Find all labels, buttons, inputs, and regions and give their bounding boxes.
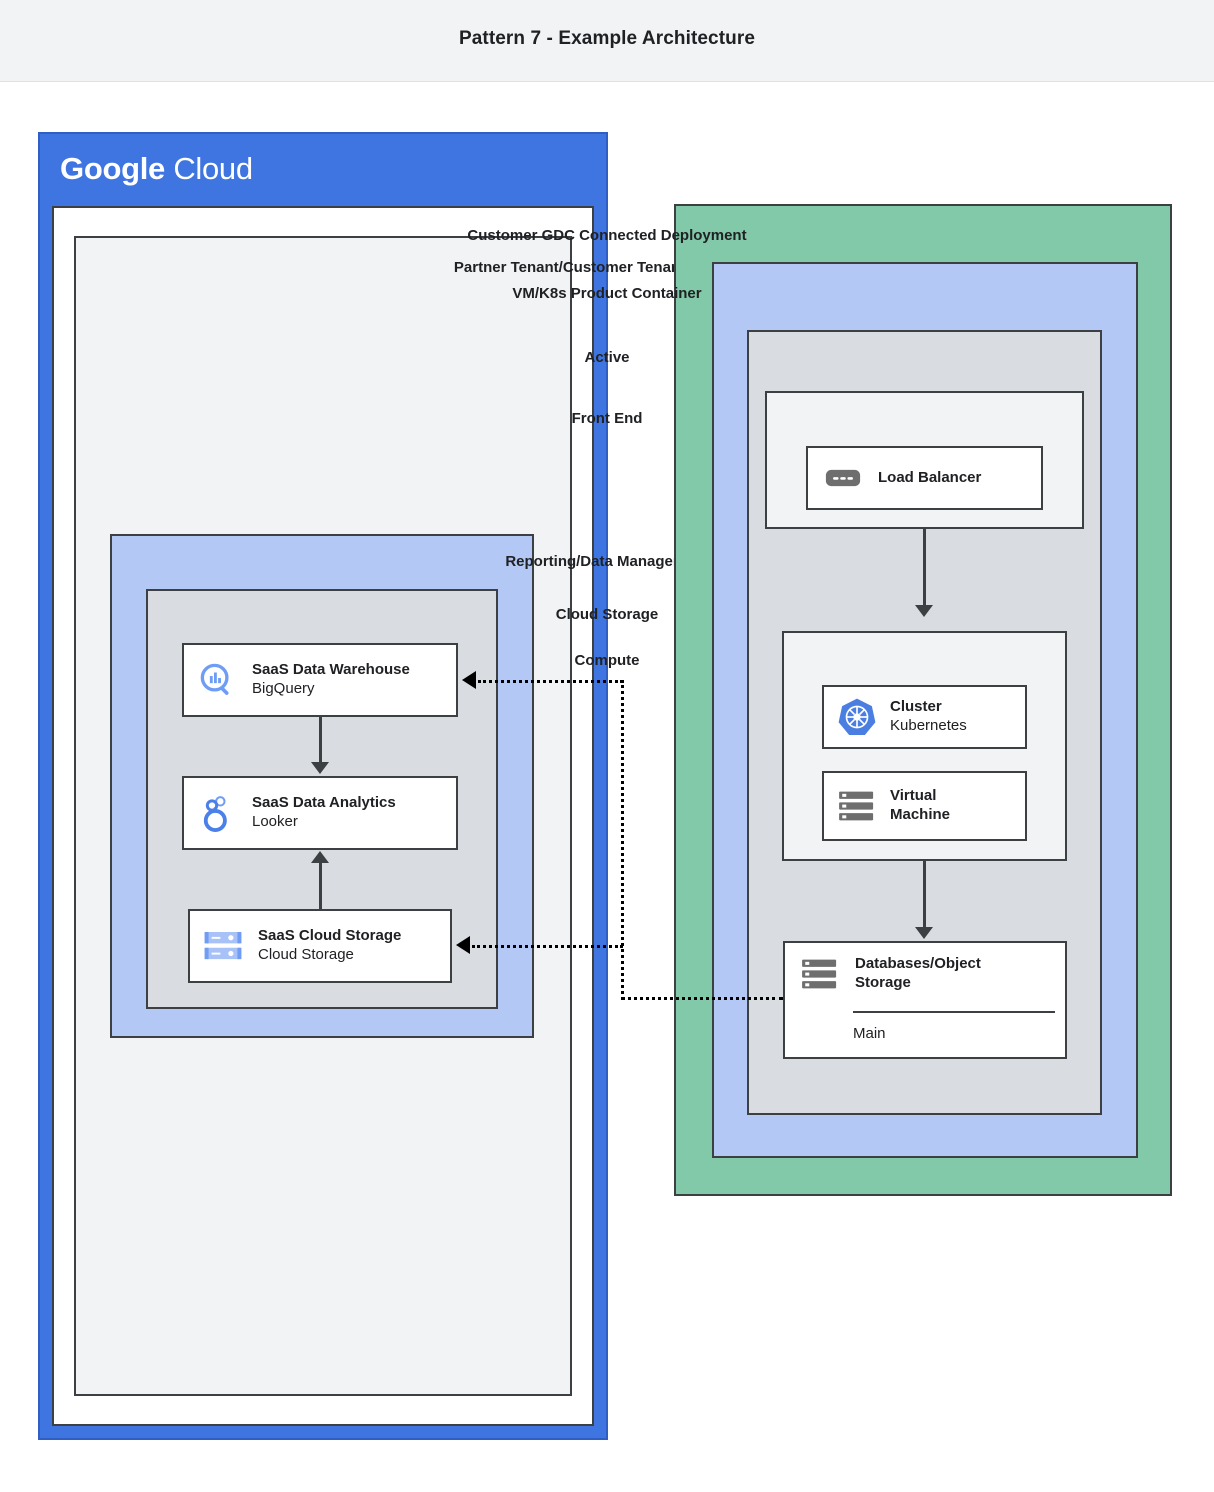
node-databases-object-storage[interactable]: Databases/Object Storage Main xyxy=(783,941,1067,1059)
google-cloud-logo: Google Cloud xyxy=(60,151,253,187)
database-icon xyxy=(797,957,843,991)
node-saas-data-warehouse-subtitle: BigQuery xyxy=(252,680,315,697)
node-databases-object-storage-subtitle: Main xyxy=(853,1025,886,1042)
customer-gdc-title: Customer GDC Connected Deployment xyxy=(467,227,747,244)
node-databases-object-storage-text: Databases/Object Storage xyxy=(855,955,981,993)
arrow-frontend-to-compute-line xyxy=(923,529,926,607)
bigquery-icon xyxy=(194,661,240,699)
load-balancer-icon xyxy=(822,467,864,489)
node-databases-divider xyxy=(853,1011,1055,1013)
node-databases-object-storage-title-line2: Storage xyxy=(855,974,911,991)
kubernetes-icon xyxy=(834,696,880,738)
arrow-compute-to-database-line xyxy=(923,861,926,929)
cloud-storage-group-title: Cloud Storage xyxy=(555,606,659,623)
dotted-database-bottom-run xyxy=(621,997,783,1000)
google-cloud-logo-google: Google xyxy=(60,151,165,186)
active-title: Active xyxy=(584,349,630,366)
arrow-warehouse-to-analytics-head xyxy=(311,762,329,774)
node-saas-cloud-storage-text: SaaS Cloud Storage Cloud Storage xyxy=(258,927,401,965)
front-end-title: Front End xyxy=(571,410,643,427)
looker-icon xyxy=(194,793,240,833)
node-saas-data-analytics-text: SaaS Data Analytics Looker xyxy=(252,794,396,832)
node-saas-cloud-storage-subtitle: Cloud Storage xyxy=(258,946,354,963)
dotted-arrow-head-saas-cloud-storage xyxy=(456,936,470,954)
node-virtual-machine-subtitle: Machine xyxy=(890,806,951,823)
node-saas-data-warehouse[interactable]: SaaS Data Warehouse BigQuery xyxy=(182,643,458,717)
google-cloud-logo-cloud: Cloud xyxy=(173,151,253,186)
node-load-balancer-title: Load Balancer xyxy=(878,468,982,486)
node-saas-data-analytics-subtitle: Looker xyxy=(252,813,298,830)
dotted-to-saas-data-warehouse xyxy=(478,680,623,683)
node-databases-object-storage-title-line1: Databases/Object xyxy=(855,955,981,973)
dotted-arrow-head-saas-data-warehouse xyxy=(462,671,476,689)
node-saas-cloud-storage-title: SaaS Cloud Storage xyxy=(258,927,402,945)
node-virtual-machine-text: Virtual Machine xyxy=(890,787,950,825)
node-cluster-subtitle: Kubernetes xyxy=(890,717,967,734)
dotted-to-saas-cloud-storage xyxy=(472,945,623,948)
arrow-storage-to-analytics-head xyxy=(311,851,329,863)
node-virtual-machine-title: Virtual xyxy=(890,787,937,805)
node-saas-data-analytics[interactable]: SaaS Data Analytics Looker xyxy=(182,776,458,850)
arrow-storage-to-analytics-line xyxy=(319,862,322,909)
arrow-compute-to-database-head xyxy=(915,927,933,939)
title-bar: Pattern 7 - Example Architecture xyxy=(0,0,1214,82)
node-databases-object-storage-head: Databases/Object Storage xyxy=(785,943,1065,1005)
arrow-warehouse-to-analytics-line xyxy=(319,717,322,764)
vm-k8s-product-container-title: VM/K8s Product Container xyxy=(512,285,702,302)
node-cluster[interactable]: Cluster Kubernetes xyxy=(822,685,1027,749)
node-cluster-text: Cluster Kubernetes xyxy=(890,698,967,736)
node-load-balancer[interactable]: Load Balancer xyxy=(806,446,1043,510)
cloud-storage-icon xyxy=(200,929,246,963)
arrow-frontend-to-compute-head xyxy=(915,605,933,617)
node-virtual-machine[interactable]: Virtual Machine xyxy=(822,771,1027,841)
node-cluster-title: Cluster xyxy=(890,698,942,716)
compute-title: Compute xyxy=(574,652,640,669)
node-load-balancer-text: Load Balancer xyxy=(878,469,981,488)
page-title: Pattern 7 - Example Architecture xyxy=(458,28,756,49)
reporting-data-management-title: Reporting/Data Management xyxy=(505,553,709,570)
node-saas-data-warehouse-text: SaaS Data Warehouse BigQuery xyxy=(252,661,410,699)
node-saas-cloud-storage[interactable]: SaaS Cloud Storage Cloud Storage xyxy=(188,909,452,983)
node-saas-data-warehouse-title: SaaS Data Warehouse xyxy=(252,661,410,679)
dotted-vertical-trunk xyxy=(621,680,624,1000)
virtual-machine-icon xyxy=(834,789,880,823)
node-saas-data-analytics-title: SaaS Data Analytics xyxy=(252,794,396,812)
